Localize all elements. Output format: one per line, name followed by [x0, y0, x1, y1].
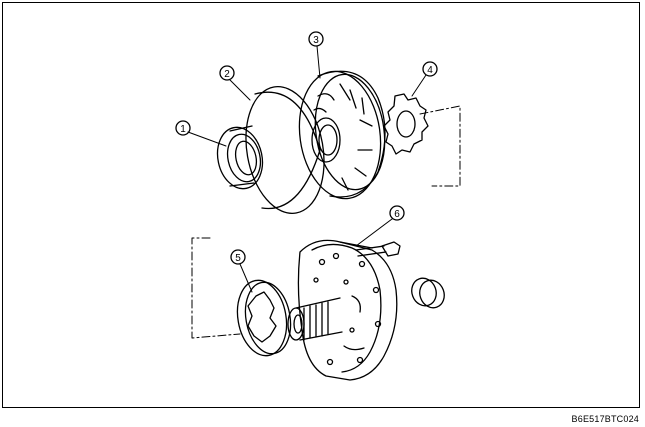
figure-code: B6E517BTC024	[571, 414, 639, 424]
part-4-inner-gear	[383, 93, 429, 155]
callout-1-label: 1	[180, 124, 186, 135]
callout-3: 3	[308, 31, 324, 79]
part-5-outer-gear	[236, 279, 292, 357]
callout-1: 1	[175, 120, 227, 147]
callout-4-label: 4	[427, 65, 433, 76]
drawing-border	[2, 2, 640, 408]
callout-6: 6	[355, 205, 405, 247]
callout-3-label: 3	[313, 35, 319, 46]
callout-4: 4	[411, 61, 438, 97]
bolt	[355, 241, 401, 257]
part-3-pump-cover	[298, 70, 386, 200]
callout-2-label: 2	[224, 69, 230, 80]
callout-5-label: 5	[235, 253, 241, 264]
part-1-seal-ring	[216, 125, 264, 190]
callout-2: 2	[219, 65, 251, 101]
seal-rings	[411, 277, 445, 309]
part-2-oring	[245, 85, 325, 215]
callout-6-label: 6	[394, 209, 400, 220]
callout-5: 5	[230, 249, 253, 293]
part-6-pump-body	[287, 239, 398, 381]
